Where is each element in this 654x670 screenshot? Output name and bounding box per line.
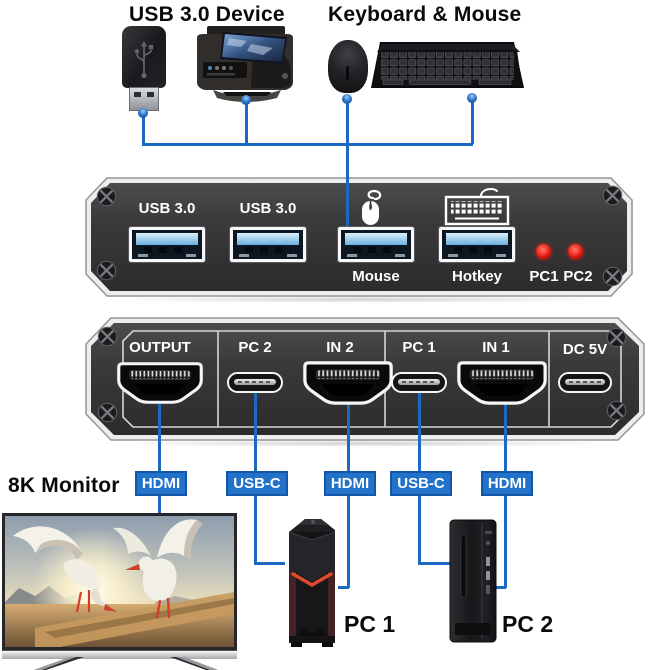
seagull-right <box>113 519 203 619</box>
monitor-screen <box>5 516 234 647</box>
monitor-foot-left <box>34 657 84 670</box>
hotkey-port-label: Hotkey <box>451 268 503 285</box>
seagull-left <box>13 526 117 613</box>
screw-icon <box>97 326 118 347</box>
cable-mouse-to-panel <box>346 103 349 229</box>
in2-hdmi-port <box>300 360 396 406</box>
mouse-icon <box>362 189 382 225</box>
screw-icon <box>96 186 117 207</box>
pc2-usbc-label: PC 2 <box>238 339 272 356</box>
keyboard-device <box>371 42 524 88</box>
usb-trident-icon <box>134 41 154 79</box>
mouse-port-label: Mouse <box>352 268 400 285</box>
screw-icon <box>96 260 117 281</box>
pc1-tower <box>288 519 336 647</box>
screw-icon <box>606 400 627 421</box>
monitor-foot-right <box>170 657 218 670</box>
hdmi-badge-pc2: HDMI <box>481 471 533 496</box>
usbc-badge-pc2: USB-C <box>390 471 452 496</box>
usb2-label: USB 3.0 <box>239 200 297 217</box>
led-pc2 <box>568 244 583 259</box>
connector-dot-keyboard <box>467 93 477 103</box>
led-pc2-label: PC2 <box>563 268 593 285</box>
connector-dot-flashdrive <box>138 108 148 118</box>
in2-label: IN 2 <box>326 339 354 356</box>
usb-flash-drive <box>118 24 168 114</box>
pc1-label: PC 1 <box>344 611 396 637</box>
cable-bus-top <box>142 143 473 146</box>
cable-flashdrive <box>142 116 145 144</box>
pc1-usbc-label: PC 1 <box>402 339 436 356</box>
front-panel-shadow <box>100 296 620 303</box>
screw-icon <box>602 185 623 206</box>
cable-printer <box>245 104 248 144</box>
mouse-device <box>328 40 368 93</box>
usb-device-heading: USB 3.0 Device <box>129 3 285 26</box>
monitor-heading: 8K Monitor <box>8 474 120 497</box>
usb1-label: USB 3.0 <box>138 200 196 217</box>
printer <box>197 26 293 102</box>
keyboard-icon <box>444 187 510 226</box>
usb-port-2 <box>229 226 307 263</box>
connector-dot-printer <box>241 95 251 105</box>
led-pc1 <box>536 244 551 259</box>
usbc-badge-pc1: USB-C <box>226 471 288 496</box>
led-pc1-label: PC1 <box>529 268 559 285</box>
dc5v-port <box>558 372 612 393</box>
cable-hdmi-pc1-h <box>338 586 349 589</box>
cable-keyboard <box>471 102 474 144</box>
in1-hdmi-port <box>454 360 550 406</box>
dc5v-label: DC 5V <box>562 341 608 358</box>
cable-usbc-pc1-h <box>254 562 285 565</box>
pc2-usbc-port <box>227 372 283 393</box>
output-label: OUTPUT <box>129 339 191 356</box>
hdmi-badge-monitor: HDMI <box>135 471 187 496</box>
in1-label: IN 1 <box>482 339 510 356</box>
screw-icon <box>97 402 118 423</box>
pc2-tower <box>449 519 497 643</box>
pc2-label: PC 2 <box>502 611 554 637</box>
cable-hdmi-pc2-h <box>495 586 506 589</box>
usb-port-1 <box>128 226 206 263</box>
pc1-usbc-port <box>391 372 447 393</box>
mouse-usb-port <box>337 226 415 263</box>
monitor <box>2 513 237 670</box>
hdmi-badge-pc1: HDMI <box>324 471 376 496</box>
connector-dot-mouse <box>342 94 352 104</box>
monitor-stand-bar <box>2 650 237 659</box>
hdmi-output-port <box>114 361 206 405</box>
screw-icon <box>602 266 623 287</box>
hotkey-usb-port <box>438 226 516 263</box>
monitor-bezel <box>2 513 237 650</box>
rear-panel-shadow <box>100 440 630 447</box>
cable-hdmi-monitor <box>158 385 161 514</box>
cable-usbc-pc2-h <box>418 562 452 565</box>
keyboard-mouse-heading: Keyboard & Mouse <box>328 3 522 26</box>
